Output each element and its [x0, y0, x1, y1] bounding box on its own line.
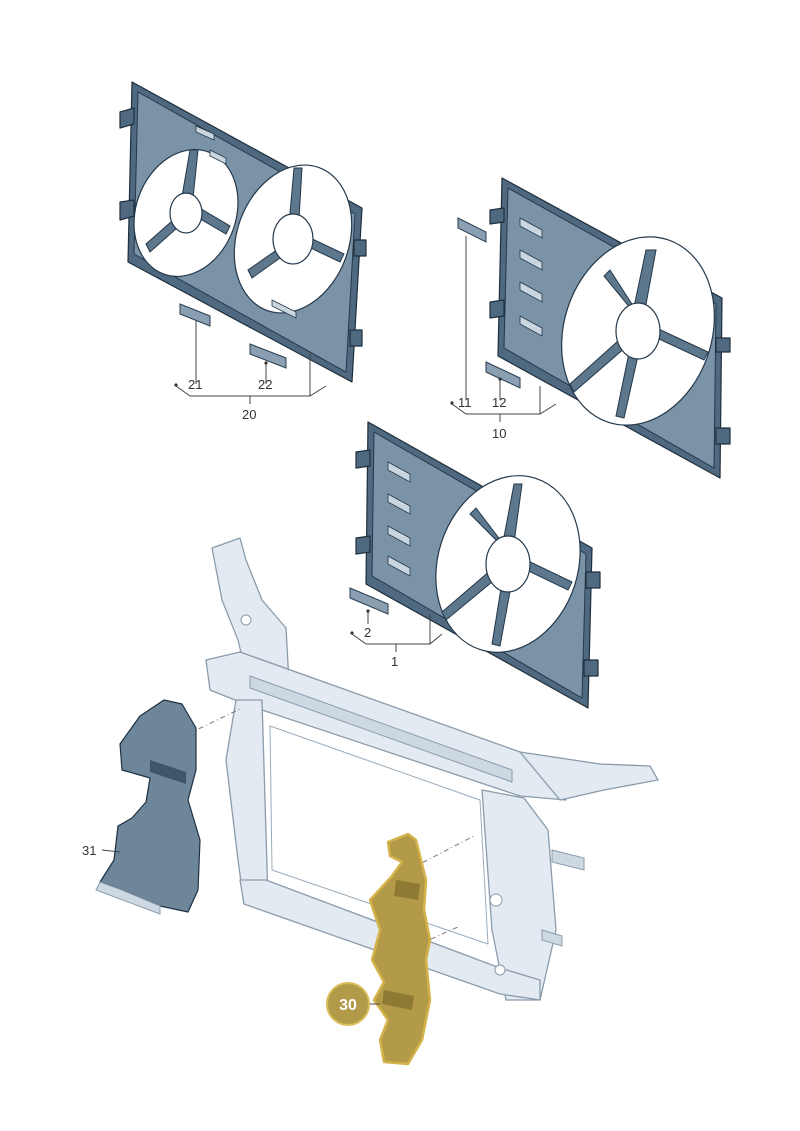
callout-2: 2	[364, 625, 371, 640]
air-guide-30-highlighted	[368, 832, 432, 1066]
air-guide-31	[95, 699, 201, 915]
seal-2	[349, 587, 389, 615]
callout-31: 31	[82, 843, 96, 858]
fan-shroud-single-large	[489, 177, 731, 479]
assembly-line-duct-lower	[419, 925, 461, 945]
callout-12: 12	[492, 395, 506, 410]
fan-shroud-twin	[119, 81, 367, 383]
callout-11: 11	[458, 395, 472, 410]
callout-1: 1	[391, 654, 398, 669]
seal-12	[485, 361, 521, 389]
callout-30: 30	[339, 997, 357, 1014]
callout-30-badge	[326, 982, 370, 1026]
fan-shroud-single	[355, 421, 601, 709]
callout-group-1-leaders	[350, 609, 443, 652]
callout-10: 10	[492, 426, 506, 441]
callout-group-20-leaders	[174, 320, 327, 404]
seal-11	[457, 217, 487, 243]
assembly-line-shield	[187, 707, 243, 735]
callout-31-leader	[101, 849, 121, 853]
callout-21: 21	[188, 377, 202, 392]
callout-22: 22	[258, 377, 272, 392]
callout-group-10-leaders	[450, 236, 557, 422]
lock-carrier	[205, 537, 659, 1001]
seal-22	[249, 343, 287, 369]
seal-21	[179, 303, 211, 327]
callout-20: 20	[242, 407, 256, 422]
